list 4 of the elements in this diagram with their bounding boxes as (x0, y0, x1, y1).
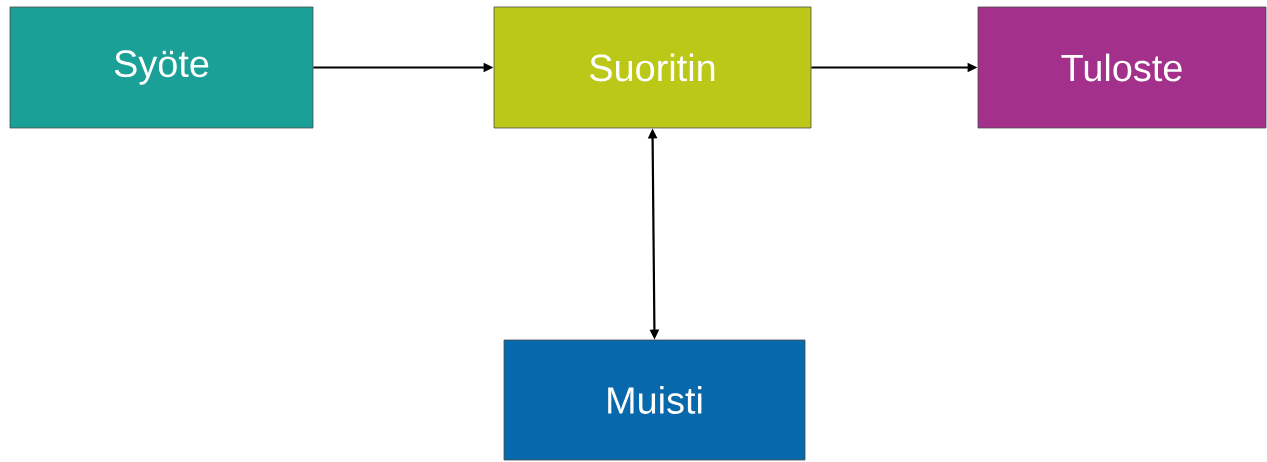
process-box: Muisti (503, 339, 806, 461)
process-box: Tuloste (977, 6, 1267, 129)
process-box: Syöte (9, 6, 314, 129)
process-box: Suoritin (493, 6, 812, 129)
